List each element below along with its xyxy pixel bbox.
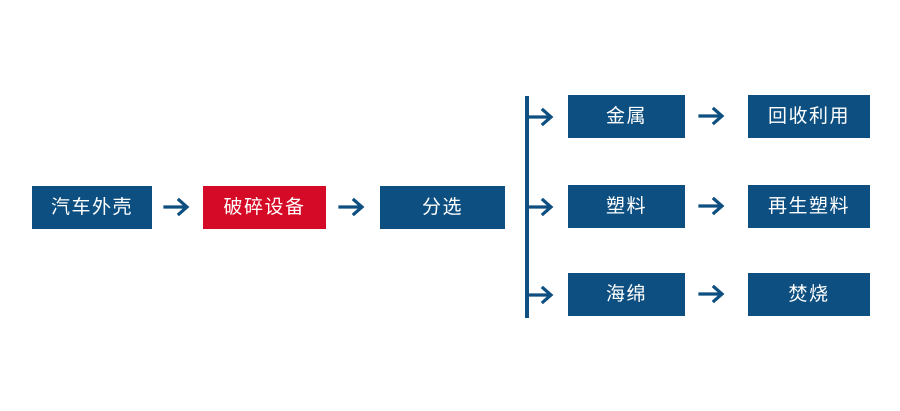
node-destination-incineration[interactable]: 焚烧 bbox=[748, 273, 870, 316]
branch-arrow-right-icon-sponge bbox=[527, 282, 559, 308]
node-material-plastic[interactable]: 塑料 bbox=[568, 185, 685, 228]
node-destination-recycle[interactable]: 回收利用 bbox=[748, 95, 870, 138]
arrow-right-icon-row-3 bbox=[698, 281, 728, 307]
branch-arrow-right-icon-plastic bbox=[527, 194, 559, 220]
node-sorting[interactable]: 分选 bbox=[380, 186, 505, 229]
node-input-car-shell[interactable]: 汽车外壳 bbox=[32, 186, 152, 229]
node-destination-regenerated-plastic[interactable]: 再生塑料 bbox=[748, 185, 870, 228]
node-material-sponge[interactable]: 海绵 bbox=[568, 273, 685, 316]
node-crusher-equipment[interactable]: 破碎设备 bbox=[203, 186, 326, 229]
node-material-metal[interactable]: 金属 bbox=[568, 95, 685, 138]
arrow-right-icon-main-1 bbox=[163, 194, 193, 220]
arrow-right-icon-row-2 bbox=[698, 193, 728, 219]
arrow-right-icon-main-2 bbox=[338, 194, 368, 220]
branch-arrow-right-icon-metal bbox=[527, 104, 559, 130]
arrow-right-icon-row-1 bbox=[698, 103, 728, 129]
